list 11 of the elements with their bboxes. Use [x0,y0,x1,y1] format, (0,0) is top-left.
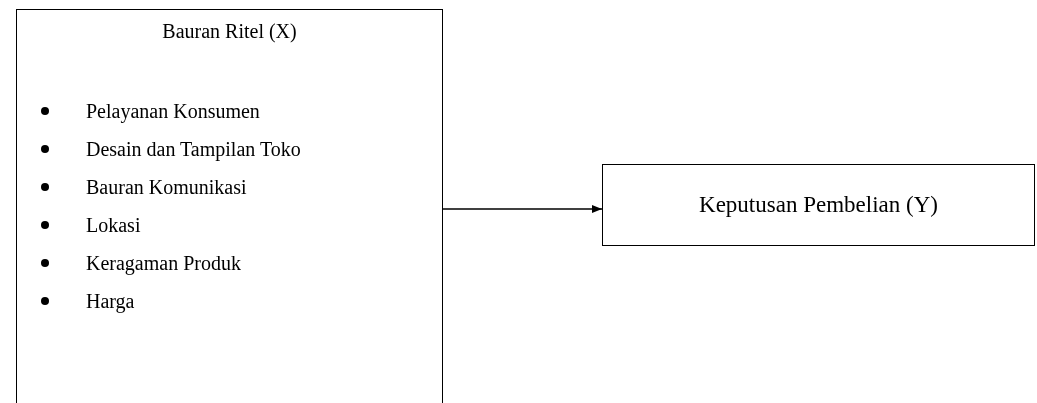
list-item: Harga [86,289,135,315]
arrow [442,205,603,213]
list-item: Desain dan Tampilan Toko [86,137,301,163]
list-item: Keragaman Produk [86,251,241,277]
box-heading: Bauran Ritel (X) [161,19,298,45]
list-item: Lokasi [86,213,141,238]
box-label: Keputusan Pembelian (Y) [699,190,938,219]
variable-box [602,164,1035,246]
variable-box [16,9,443,403]
list-item: Bauran Komunikasi [86,175,247,200]
list-item: Pelayanan Konsumen [86,99,260,125]
